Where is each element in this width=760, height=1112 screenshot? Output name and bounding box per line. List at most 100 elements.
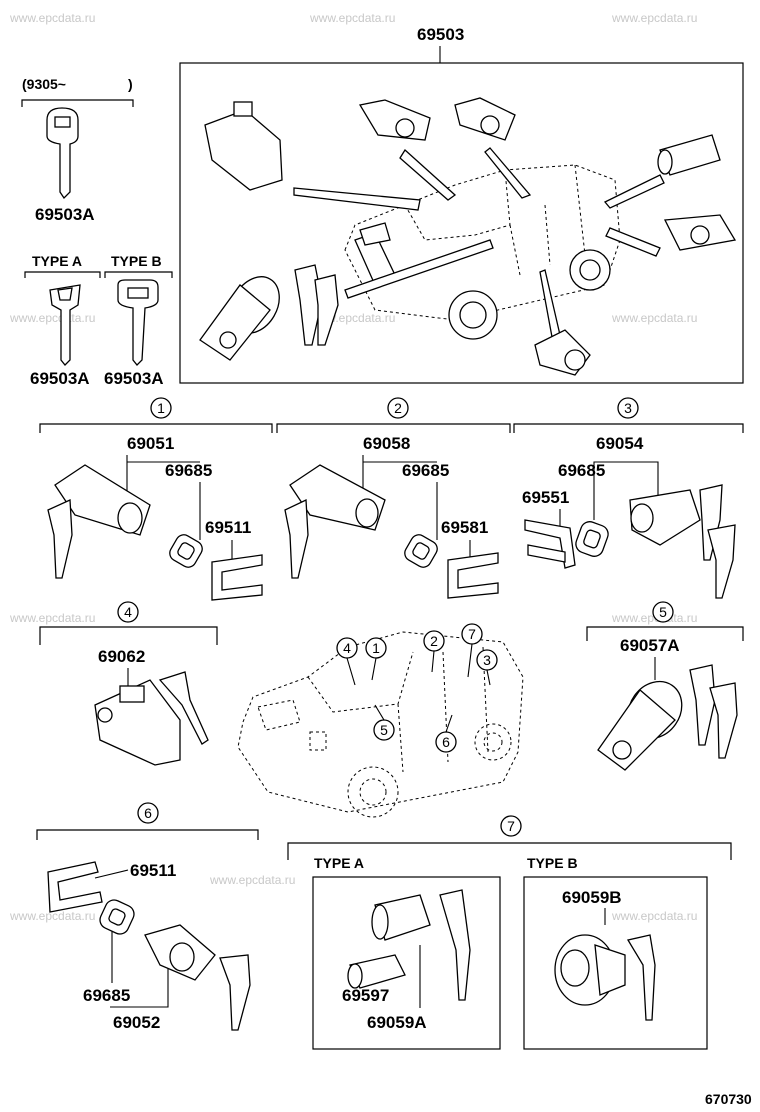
page-code: 670730 (705, 1091, 752, 1107)
group-2-circle: 2 (394, 400, 402, 416)
key-date-close: ) (128, 76, 133, 92)
group-1-part-3[interactable]: 69511 (205, 518, 251, 537)
group-6: 6 69511 69685 69052 (36, 802, 259, 1032)
group-2-part-3[interactable]: 69581 (441, 518, 488, 537)
key-type-b-icon[interactable] (117, 279, 159, 366)
key-icon[interactable] (699, 484, 736, 599)
back-door-lock-icon[interactable] (663, 214, 737, 251)
callout-6: 6 (442, 734, 450, 750)
key-icon[interactable] (626, 934, 656, 1021)
watermark: www.epcdata.ru (9, 11, 95, 25)
watermark: www.epcdata.ru (611, 909, 697, 923)
type-b-part-no[interactable]: 69503A (104, 369, 164, 388)
key-date-range: (9305~ (22, 76, 66, 92)
key-icon[interactable] (158, 671, 209, 745)
group-1-part-2[interactable]: 69685 (165, 461, 212, 480)
type-b-box (523, 876, 708, 1050)
watermark: www.epcdata.ru (9, 311, 95, 325)
callout-5: 5 (380, 722, 388, 738)
key-icon[interactable] (294, 264, 339, 346)
group-7-circle: 7 (507, 818, 515, 834)
door-lock-cylinder-icon[interactable] (54, 464, 151, 536)
callout-3: 3 (483, 652, 491, 668)
watermark: www.epcdata.ru (611, 311, 697, 325)
retainer-clip-icon[interactable] (47, 861, 103, 913)
back-door-lock-cylinder-icon[interactable] (629, 489, 701, 546)
group-6-part-3[interactable]: 69052 (113, 1013, 160, 1032)
group-7-type-a-part-1[interactable]: 69597 (342, 986, 389, 1005)
group-3-circle: 3 (624, 400, 632, 416)
retainer-clip-icon[interactable] (211, 554, 263, 601)
group-1-circle: 1 (157, 400, 165, 416)
group-6-circle: 6 (144, 805, 152, 821)
ignition-switch-icon[interactable] (199, 268, 289, 361)
glove-box-lock-icon[interactable] (554, 934, 626, 1006)
key-blank-group: (9305~ ) 69503A (21, 76, 134, 224)
type-b-label: TYPE B (527, 855, 578, 871)
spare-tire-lock-icon[interactable] (534, 329, 591, 376)
key-types-group: TYPE A TYPE B 69503A 69503A (24, 253, 173, 388)
key-blank-part-no[interactable]: 69503A (35, 205, 95, 224)
type-a-box (312, 876, 501, 1050)
door-lock-cylinder-icon[interactable] (289, 464, 386, 531)
group-5-circle: 5 (659, 604, 667, 620)
glove-box-lock-cylinder-icon[interactable] (371, 894, 431, 941)
lock-cylinder-icon[interactable] (358, 99, 431, 141)
type-b-label: TYPE B (111, 253, 162, 269)
type-a-label: TYPE A (32, 253, 82, 269)
watermark: www.epcdata.ru (309, 11, 395, 25)
watermark: www.epcdata.ru (209, 873, 295, 887)
gasket-icon[interactable] (97, 897, 137, 937)
door-lock-cylinder-icon[interactable] (144, 924, 216, 981)
callout-4: 4 (343, 640, 351, 656)
door-lock-cylinder-icon[interactable] (204, 101, 283, 191)
watermark: www.epcdata.ru (9, 611, 95, 625)
group-7-type-a-part-2[interactable]: 69059A (367, 1013, 427, 1032)
callout-7: 7 (468, 626, 476, 642)
key-icon[interactable] (46, 107, 79, 200)
lock-cylinder-icon[interactable] (454, 97, 516, 141)
group-3-part-3[interactable]: 69551 (522, 488, 569, 507)
key-icon[interactable] (689, 664, 738, 759)
group-5-part-1[interactable]: 69057A (620, 636, 680, 655)
key-icon[interactable] (439, 889, 471, 1001)
group-5: 5 69057A (586, 601, 744, 771)
group-2-part-2[interactable]: 69685 (402, 461, 449, 480)
lock-cylinder-sleeve-icon[interactable] (347, 954, 406, 989)
group-6-part-1[interactable]: 69511 (130, 861, 176, 880)
group-7: 7 TYPE A TYPE B 69597 69059A 69059B (287, 815, 732, 1050)
gasket-icon[interactable] (402, 532, 440, 570)
key-icon[interactable] (219, 954, 251, 1031)
group-7-type-b-part-1[interactable]: 69059B (562, 888, 622, 907)
type-a-part-no[interactable]: 69503A (30, 369, 90, 388)
group-1-part-1[interactable]: 69051 (127, 434, 174, 453)
callout-1: 1 (372, 640, 380, 656)
watermark: www.epcdata.ru (611, 611, 697, 625)
ignition-switch-icon[interactable] (597, 671, 693, 771)
vehicle-illustration (344, 164, 621, 340)
group-2: 2 69058 69685 69581 (276, 397, 511, 599)
gasket-icon[interactable] (167, 532, 205, 570)
watermarks: www.epcdata.ru www.epcdata.ru www.epcdat… (9, 11, 697, 923)
group-4: 4 69062 (39, 601, 218, 766)
group-6-part-2[interactable]: 69685 (83, 986, 130, 1005)
group-2-part-1[interactable]: 69058 (363, 434, 410, 453)
retainer-clip-icon[interactable] (447, 552, 499, 599)
watermark: www.epcdata.ru (611, 11, 697, 25)
group-4-circle: 4 (124, 604, 132, 620)
main-assembly-part-no[interactable]: 69503 (417, 25, 464, 44)
key-icon[interactable] (284, 498, 309, 579)
callout-2: 2 (430, 633, 438, 649)
watermark: www.epcdata.ru (9, 909, 95, 923)
key-type-a-icon[interactable] (49, 284, 81, 366)
gasket-icon[interactable] (573, 519, 610, 559)
key-icon[interactable] (47, 499, 73, 579)
group-4-part-1[interactable]: 69062 (98, 647, 145, 666)
retainer-clip-icon[interactable] (524, 519, 576, 569)
group-3-part-1[interactable]: 69054 (596, 434, 644, 453)
main-assembly-frame (179, 62, 744, 384)
group-3-part-2[interactable]: 69685 (558, 461, 605, 480)
ignition-lock-icon[interactable] (94, 679, 181, 766)
glove-box-lock-icon[interactable] (657, 134, 721, 176)
